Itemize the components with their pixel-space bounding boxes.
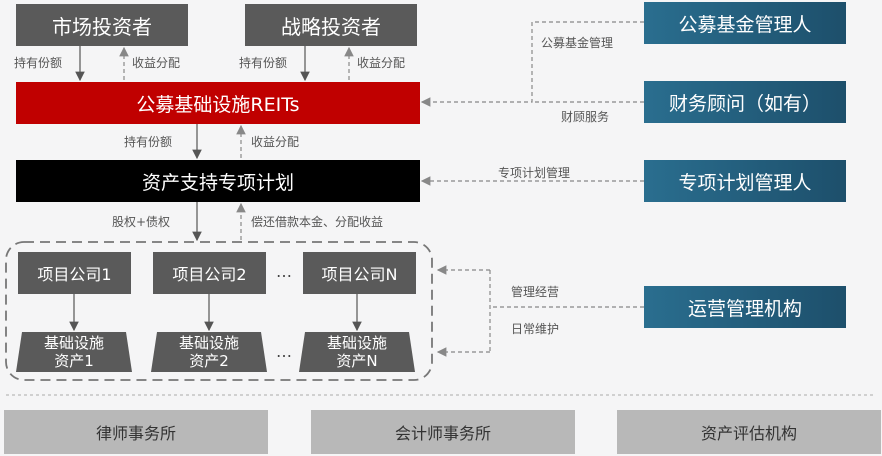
asset-box-n: 基础设施 资产N [299,332,415,372]
fund-mgmt-line [420,21,644,107]
label-income-2: 收益分配 [357,56,406,70]
label-hold-share-1: 持有份额 [14,56,63,70]
company-ellipsis: … [276,262,293,281]
strategic-investor-box: 战略投资者 [245,4,417,46]
financial-advisor-box: 财务顾问（如有） [644,81,846,123]
asset-1-line1: 基础设施 [43,334,104,352]
company-box-n: 项目公司N [303,252,416,294]
market-investor-box: 市场投资者 [16,4,188,46]
fund-manager-box: 公募基金管理人 [644,2,846,44]
asset-2-line1: 基础设施 [178,334,239,352]
label-advisory: 财顾服务 [561,110,610,124]
asset-shape-2 [151,332,267,372]
asset-n-line1: 基础设施 [326,334,387,352]
label-fund-mgmt: 公募基金管理 [541,36,614,50]
label-hold-share-3: 持有份额 [124,135,173,149]
label-hold-share-2: 持有份额 [239,56,288,70]
company-box-1: 项目公司1 [18,252,131,294]
footer-accounting-firm: 会计师事务所 [311,410,575,454]
asset-n-line2: 资产N [336,352,378,370]
label-income-3: 收益分配 [251,135,300,149]
label-daily-maint: 日常维护 [511,322,560,336]
label-equity-debt: 股权+债权 [112,215,171,229]
asset-shape-1 [16,332,132,372]
operator-box: 运营管理机构 [644,286,846,328]
plan-manager-box: 专项计划管理人 [644,160,846,202]
label-repay: 偿还借款本金、分配收益 [251,215,384,229]
asset-ellipsis: … [276,342,293,361]
project-group-border [5,241,433,381]
abs-plan-box: 资产支持专项计划 [16,160,420,202]
asset-box-2: 基础设施 资产2 [151,332,267,372]
asset-shape-n [299,332,415,372]
reits-box: 公募基础设施REITs [16,82,420,124]
footer-law-firm: 律师事务所 [4,410,268,454]
asset-box-1: 基础设施 资产1 [16,332,132,372]
label-plan-mgmt: 专项计划管理 [498,166,571,180]
label-ops-mgmt: 管理经营 [511,285,560,299]
company-box-2: 项目公司2 [153,252,266,294]
footer-valuation-agency: 资产评估机构 [617,410,881,454]
label-income-1: 收益分配 [132,56,181,70]
asset-2-line2: 资产2 [189,352,229,370]
asset-1-line2: 资产1 [54,352,94,370]
